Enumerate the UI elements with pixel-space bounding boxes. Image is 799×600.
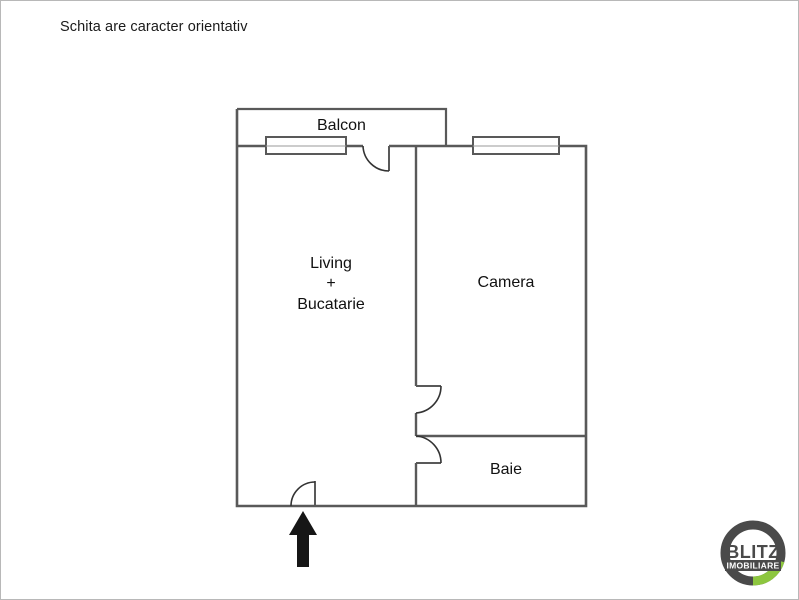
room-label-living-line3: Bucatarie <box>297 295 365 313</box>
balcony-door <box>362 145 390 172</box>
room-label-living-line1: Living <box>310 255 352 272</box>
balcony-window <box>265 136 347 155</box>
room-label-living: Living + Bucatarie <box>256 254 406 315</box>
logo-brand-primary: BLITZ <box>726 542 780 562</box>
room-label-balcon: Balcon <box>317 117 366 134</box>
logo-ring <box>720 520 786 586</box>
logo-brand-bar <box>725 560 781 571</box>
logo-brand-secondary: IMOBILIARE <box>726 561 779 571</box>
logo-graphic: BLITZ IMOBILIARE <box>720 520 786 586</box>
room-label-baie: Baie <box>489 461 523 478</box>
room-label-camera: Camera <box>477 274 535 291</box>
camera-window <box>472 136 560 155</box>
camera-door <box>415 385 442 414</box>
balcony-outline <box>237 107 448 146</box>
entrance-arrow <box>289 511 317 567</box>
room-label-living-line2: + <box>326 275 336 293</box>
baie-door <box>415 435 442 464</box>
disclaimer-note: Schita are caracter orientativ <box>60 19 248 35</box>
blitz-imobiliare-logo: BLITZ IMOBILIARE <box>717 517 789 589</box>
entrance-door <box>290 481 316 507</box>
